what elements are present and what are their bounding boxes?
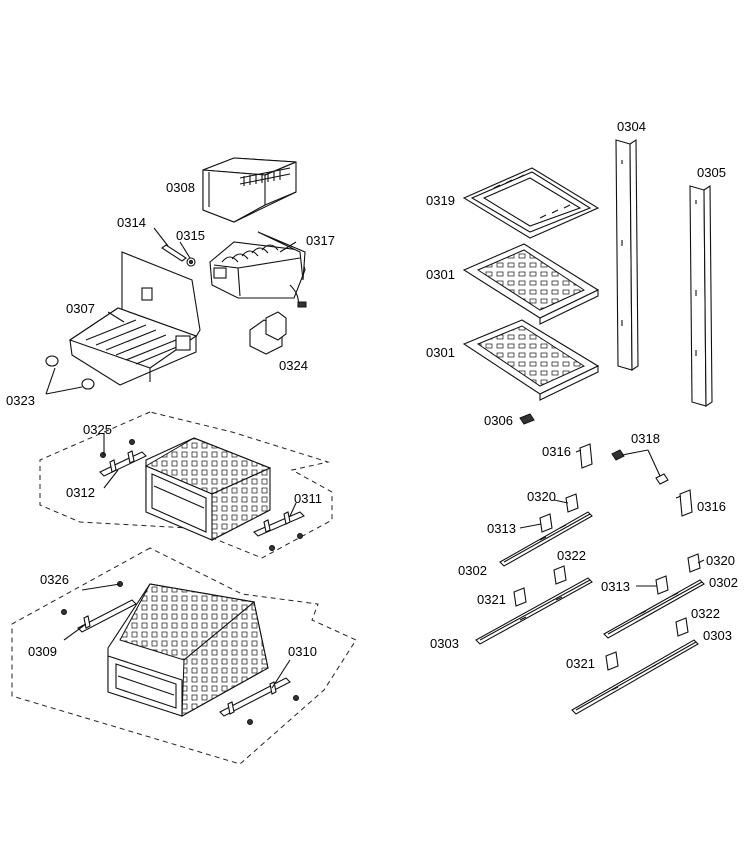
- part-0315: [186, 257, 196, 267]
- label-0304: 0304: [617, 119, 646, 134]
- label-0315: 0315: [176, 228, 205, 243]
- part-0313-b: [655, 575, 669, 595]
- part-0308-ice-bin: [202, 157, 297, 223]
- label-0311: 0311: [294, 491, 322, 506]
- label-0312: 0312: [66, 485, 95, 500]
- part-0312-rail: [99, 439, 147, 477]
- part-0322-a: [553, 565, 567, 585]
- label-0319: 0319: [426, 193, 455, 208]
- part-0314: [153, 227, 187, 262]
- part-0321-b: [605, 651, 619, 671]
- label-0301-b: 0301: [426, 345, 455, 360]
- label-0306: 0306: [484, 413, 513, 428]
- part-0301-shelf-a: [462, 243, 600, 325]
- part-0320-a: [565, 493, 579, 513]
- label-0305: 0305: [697, 165, 726, 180]
- label-0307: 0307: [66, 301, 95, 316]
- label-0303-a: 0303: [430, 636, 459, 651]
- label-0320-b: 0320: [706, 553, 735, 568]
- part-0301-shelf-b: [462, 319, 600, 401]
- part-0323-caps: [45, 355, 95, 395]
- part-0317-ice-maker: [209, 231, 307, 308]
- label-0313-a: 0313: [487, 521, 516, 536]
- part-0316-a: [575, 443, 593, 469]
- label-0303-b: 0303: [703, 628, 732, 643]
- part-0306: [519, 413, 535, 425]
- part-0302-b-slide: [603, 579, 705, 639]
- part-0316-b: [675, 489, 693, 517]
- part-0321-a: [513, 587, 527, 607]
- label-0317: 0317: [306, 233, 335, 248]
- leader-lines: [63, 241, 705, 689]
- label-0320-a: 0320: [527, 489, 556, 504]
- label-0324: 0324: [279, 358, 308, 373]
- part-0303-b-slide: [571, 639, 699, 715]
- label-0323: 0323: [6, 393, 35, 408]
- label-0321-a: 0321: [477, 592, 506, 607]
- part-0304-vertical-rail: [615, 138, 639, 372]
- part-0302-a-slide: [499, 511, 593, 567]
- part-0307-housing: [68, 251, 201, 386]
- part-0322-b: [675, 617, 689, 637]
- upper-drawer-basket: [144, 437, 272, 541]
- label-0302-b: 0302: [709, 575, 738, 590]
- label-0318: 0318: [631, 431, 660, 446]
- lower-drawer-basket: [107, 583, 269, 717]
- label-0308: 0308: [166, 180, 195, 195]
- part-0324-bracket: [249, 311, 287, 355]
- label-0322-b: 0322: [691, 606, 720, 621]
- label-0313-b: 0313: [601, 579, 630, 594]
- lower-drawer-boundary: [11, 547, 357, 765]
- part-0319-shelf-frame: [462, 167, 600, 239]
- label-0321-b: 0321: [566, 656, 595, 671]
- label-0309: 0309: [28, 644, 57, 659]
- label-0326: 0326: [40, 572, 69, 587]
- part-0311-rail: [253, 511, 305, 551]
- label-0310: 0310: [288, 644, 317, 659]
- part-0320-b: [687, 553, 701, 573]
- part-0318: [611, 449, 669, 485]
- label-0314: 0314: [117, 215, 146, 230]
- label-0316-b: 0316: [697, 499, 726, 514]
- part-0305-vertical-rail: [689, 184, 713, 408]
- label-0322-a: 0322: [557, 548, 586, 563]
- label-0325: 0325: [83, 422, 112, 437]
- upper-drawer-boundary: [39, 411, 333, 559]
- part-0303-a-slide: [475, 577, 593, 645]
- part-0313-a: [539, 513, 553, 533]
- label-0301-a: 0301: [426, 267, 455, 282]
- label-0302-a: 0302: [458, 563, 487, 578]
- label-0316-a: 0316: [542, 444, 571, 459]
